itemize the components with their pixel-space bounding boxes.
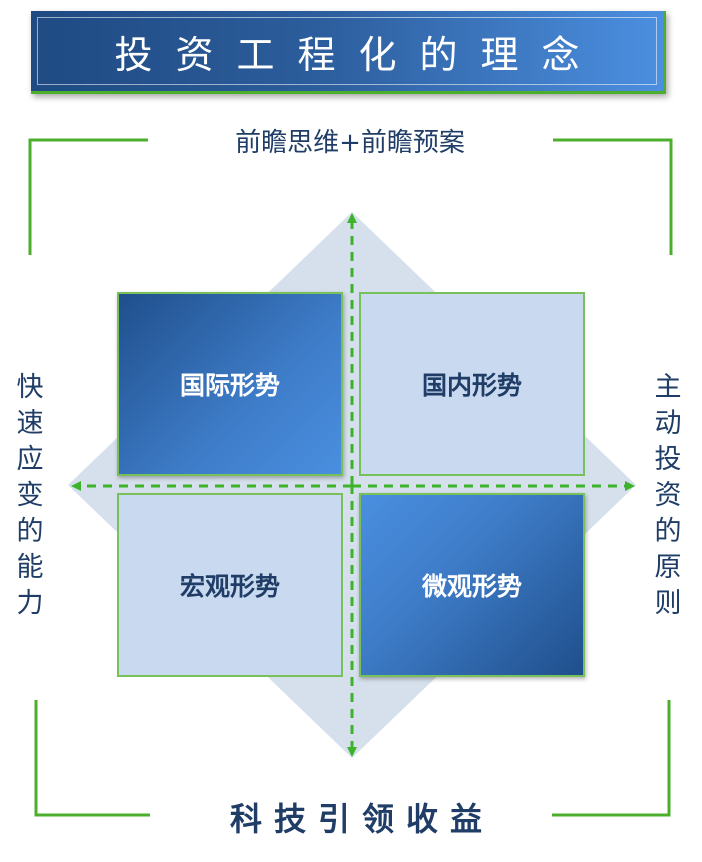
title-banner: 投资工程化的理念 xyxy=(31,11,666,94)
diagram-title: 投资工程化的理念 xyxy=(114,32,603,77)
bottom-label: 科技引领收益 xyxy=(229,800,494,838)
left-label-char: 速 xyxy=(16,408,44,439)
frame-bracket-bottom-left xyxy=(34,700,150,817)
quadrant-label: 国际形势 xyxy=(179,371,280,400)
quadrant-international: 国际形势 xyxy=(117,292,343,476)
right-label-char: 投 xyxy=(654,444,682,475)
top-label: 前瞻思维+前瞻预案 xyxy=(235,128,465,158)
quadrant-micro: 微观形势 xyxy=(359,493,585,677)
frame-bracket-top-right xyxy=(553,138,673,255)
left-label-char: 变 xyxy=(16,480,44,511)
left-vertical-label: 快 速 应 变 的 能 力 xyxy=(10,370,50,622)
right-label-char: 资 xyxy=(654,480,682,511)
quadrant-label: 微观形势 xyxy=(421,572,522,601)
right-label-char: 主 xyxy=(654,372,682,403)
right-label-char: 则 xyxy=(654,588,682,619)
right-vertical-label: 主 动 投 资 的 原 则 xyxy=(648,370,688,622)
left-label-char: 应 xyxy=(16,444,44,475)
right-label-char: 的 xyxy=(654,516,682,547)
right-label-char: 动 xyxy=(654,408,682,439)
left-label-char: 快 xyxy=(16,372,44,403)
left-label-char: 的 xyxy=(16,516,44,547)
frame-bracket-top-left xyxy=(28,138,148,255)
quadrant-domestic: 国内形势 xyxy=(359,292,585,476)
right-label-char: 原 xyxy=(654,552,682,583)
quadrant-label: 国内形势 xyxy=(421,371,522,400)
left-label-char: 力 xyxy=(16,588,44,619)
quadrant-macro: 宏观形势 xyxy=(117,493,343,677)
frame-bracket-bottom-right xyxy=(552,700,671,817)
title-inner-frame: 投资工程化的理念 xyxy=(37,17,657,85)
quadrant-label: 宏观形势 xyxy=(179,572,280,601)
left-label-char: 能 xyxy=(16,552,44,583)
